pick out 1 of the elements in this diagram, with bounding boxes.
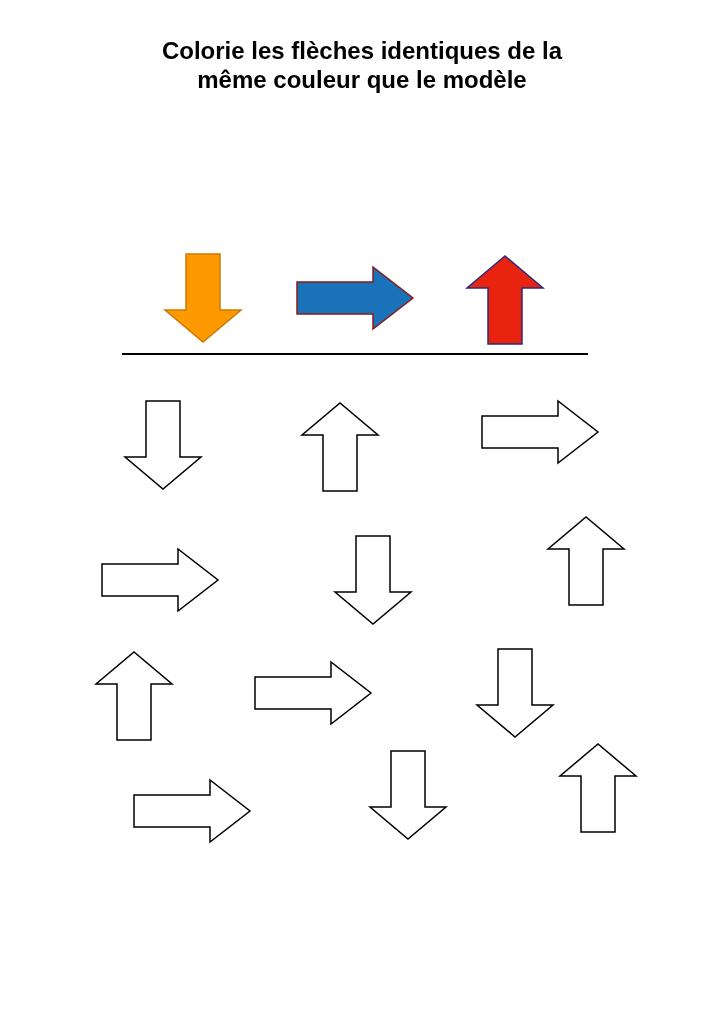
worksheet-title: Colorie les flèches identiques de la même couleur que le modèle bbox=[160, 36, 564, 94]
